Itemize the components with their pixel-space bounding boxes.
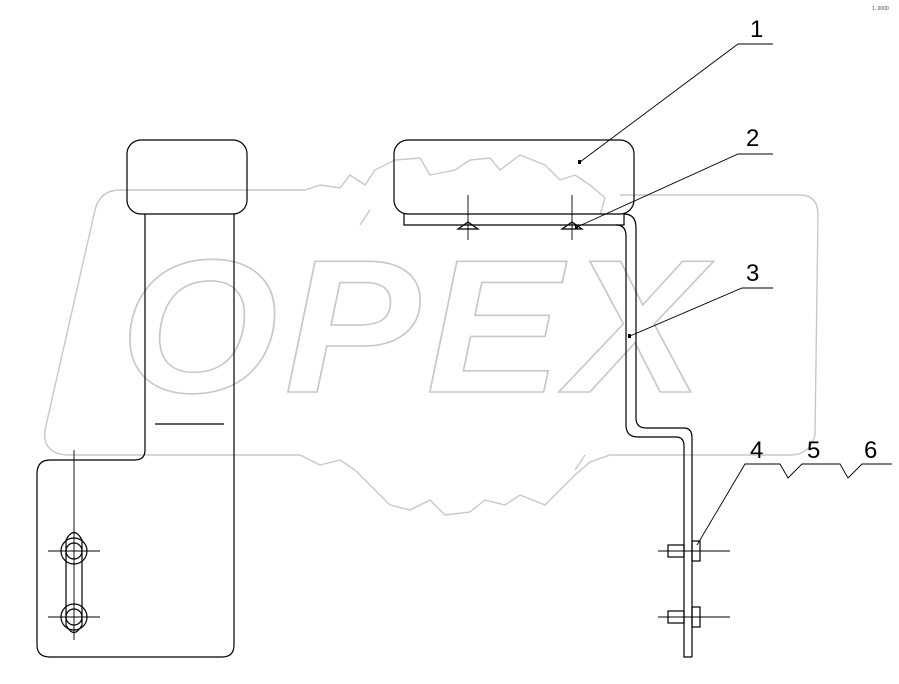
leader-lines <box>575 43 892 546</box>
watermark-gear <box>44 154 819 516</box>
mounting-plate <box>403 214 625 226</box>
callout-6: 6 <box>864 437 877 464</box>
right-top-box <box>393 139 635 215</box>
leader-2 <box>576 153 773 228</box>
callout-5: 5 <box>807 437 820 464</box>
bracket-bolt-lower <box>658 606 730 628</box>
bracket-inner <box>615 224 692 658</box>
left-column <box>36 214 235 658</box>
plate-fastener-left <box>456 195 480 240</box>
left-top-cap <box>126 139 248 215</box>
bracket-bolt-upper <box>658 540 730 562</box>
leader-1 <box>579 43 773 163</box>
callout-1: 1 <box>750 16 763 43</box>
leader-4-6 <box>696 463 892 546</box>
left-slot-clamp <box>65 531 83 634</box>
bracket-outer <box>623 213 693 657</box>
corner-code: 1. 0000 <box>872 6 889 12</box>
callout-2: 2 <box>746 125 759 152</box>
left-assembly <box>36 139 248 658</box>
callout-4: 4 <box>750 437 763 464</box>
watermark-text: OPEX <box>120 221 715 433</box>
leader-3 <box>629 287 773 337</box>
callout-3: 3 <box>746 260 759 287</box>
left-bolt-lower <box>48 603 100 631</box>
left-bolt-upper <box>48 537 100 565</box>
